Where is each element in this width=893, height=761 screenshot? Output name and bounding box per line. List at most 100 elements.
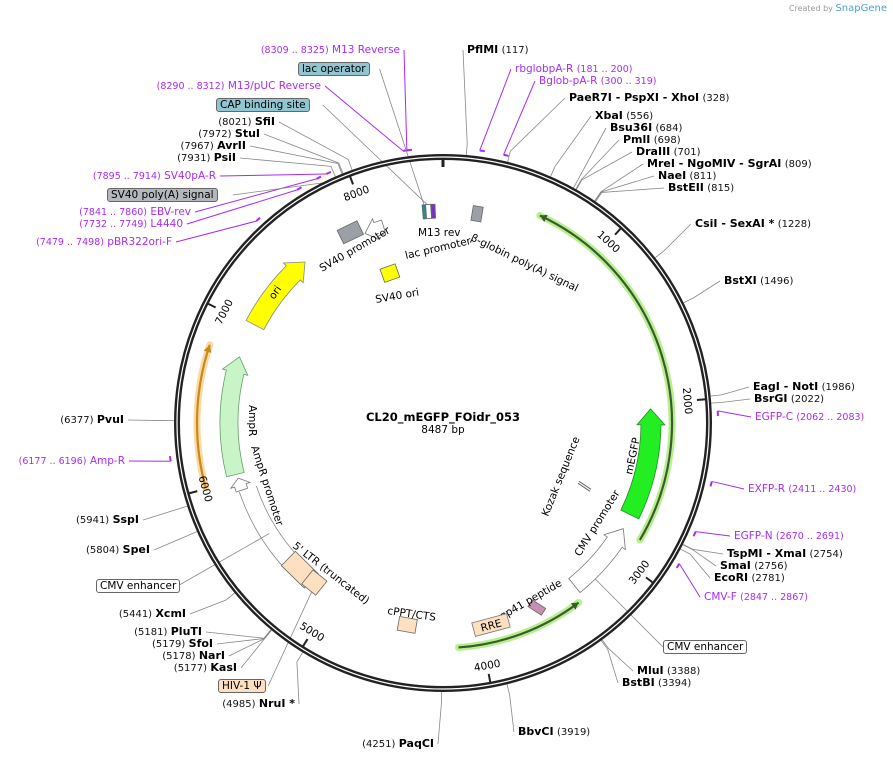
- bglobin-box[interactable]: [470, 205, 484, 223]
- primer-sv40pa-r[interactable]: (7895 .. 7914) SV40pA-R: [93, 170, 216, 183]
- enzyme-position: (5181): [134, 627, 168, 638]
- enzyme-site-paqci[interactable]: (4251) PaqCI: [362, 738, 434, 751]
- enzyme-site-ecori[interactable]: EcoRI (2781): [714, 572, 785, 585]
- primer-exfp-r[interactable]: EXFP-R (2411 .. 2430): [748, 483, 856, 496]
- enzyme-site-pmli[interactable]: PmlI (698): [623, 134, 681, 147]
- primer-mark: [402, 149, 409, 152]
- primer-egfp-c[interactable]: EGFP-C (2062 .. 2083): [755, 411, 864, 424]
- tick-mark: [207, 302, 217, 309]
- primer-l4440[interactable]: (7732 .. 7749) L4440: [79, 218, 183, 231]
- enzyme-site-naei[interactable]: NaeI (811): [658, 170, 716, 183]
- sv40-promoter-box[interactable]: [336, 220, 365, 245]
- rre-box[interactable]: RRE: [471, 613, 511, 637]
- primer-pbr322ori-f[interactable]: (7479 .. 7498) pBR322ori-F: [36, 236, 172, 249]
- enzyme-site-avrii[interactable]: (7967) AvrII: [180, 140, 246, 153]
- enzyme-leader-line: [437, 691, 442, 745]
- primer-name: EXFP-R: [748, 483, 786, 495]
- enzyme-site-mlui[interactable]: MluI (3388): [637, 665, 700, 678]
- sv40-ori-box[interactable]: [379, 263, 401, 283]
- enzyme-site-stui[interactable]: (7972) StuI: [198, 128, 260, 141]
- enzyme-site-kasi[interactable]: (5177) KasI: [174, 662, 237, 675]
- enzyme-site-nrui[interactable]: (4985) NruI *: [222, 698, 295, 711]
- sv40-promoter-arrow[interactable]: [364, 217, 387, 241]
- primer-range: (2847 .. 2867): [740, 592, 808, 603]
- sv40-ori-label[interactable]: SV40 ori: [374, 286, 420, 305]
- primer-name: SV40pA-R: [164, 170, 216, 182]
- primer-m13-puc-reverse[interactable]: (8290 .. 8312) M13/pUC Reverse: [157, 80, 321, 93]
- enzyme-site-bstbi[interactable]: BstBI (3394): [622, 677, 691, 690]
- cppt-box[interactable]: [396, 615, 418, 634]
- enzyme-site-csii[interactable]: CsiI - SexAI * (1228): [695, 218, 811, 231]
- lac-promoter-label[interactable]: lac promoter: [404, 235, 473, 262]
- feature-label-cmv-enhancer[interactable]: CMV enhancer: [663, 640, 748, 654]
- enzyme-leader-line: [654, 223, 692, 259]
- enzyme-site-spei[interactable]: (5804) SpeI: [86, 544, 150, 557]
- enzyme-site-smai[interactable]: SmaI (2756): [720, 560, 788, 573]
- feature-label-cmv-enhancer[interactable]: CMV enhancer: [96, 579, 181, 593]
- ampr-arrow[interactable]: [219, 356, 249, 478]
- ltr-box-2[interactable]: [301, 569, 328, 596]
- primer-range: (181 .. 200): [576, 64, 633, 75]
- enzyme-name: SfoI: [188, 637, 213, 650]
- enzyme-site-psii[interactable]: (7931) PsiI: [177, 152, 236, 165]
- enzyme-site-draiii[interactable]: DraIII (701): [636, 146, 701, 159]
- enzyme-site-bsteii[interactable]: BstEII (815): [668, 182, 734, 195]
- feature-label-lac-operator[interactable]: lac operator: [298, 62, 370, 76]
- ori-arrow[interactable]: [245, 261, 306, 331]
- enzyme-position: (5179): [152, 639, 186, 650]
- feature-label-hiv-1--[interactable]: HIV-1 Ψ: [218, 679, 266, 693]
- enzyme-leader-line: [228, 629, 272, 657]
- m13-rev-box[interactable]: [425, 203, 432, 220]
- enzyme-site-bbvci[interactable]: BbvCI (3919): [518, 726, 590, 739]
- enzyme-site-mrei[interactable]: MreI - NgoMIV - SgrAI (809): [647, 158, 812, 171]
- enzyme-site-sfoi[interactable]: (5179) SfoI: [152, 638, 213, 651]
- enzyme-site-xbai[interactable]: XbaI (556): [595, 110, 653, 123]
- m13-rev-label[interactable]: M13 rev: [418, 227, 461, 239]
- tick-mark: [645, 576, 654, 584]
- enzyme-site-xcmi[interactable]: (5441) XcmI: [119, 608, 186, 621]
- primer-leader-line: [695, 531, 731, 537]
- tick-label: 7000: [213, 297, 236, 326]
- tick-mark: [487, 673, 492, 683]
- enzyme-site-paer7i[interactable]: PaeR7I - PspXI - XhoI (328): [569, 92, 729, 105]
- primer-rbglobpa-r[interactable]: rbglobpA-R (181 .. 200): [515, 63, 632, 76]
- enzyme-position: (698): [653, 135, 681, 146]
- ampr-label[interactable]: AmpR: [246, 405, 258, 436]
- enzyme-site-bsu36i[interactable]: Bsu36I (684): [610, 122, 682, 135]
- enzyme-site-tspmi[interactable]: TspMI - XmaI (2754): [727, 548, 843, 561]
- ampr-promoter-arrow[interactable]: [229, 477, 252, 493]
- primer-bglob-pa-r[interactable]: Bglob-pA-R (300 .. 319): [539, 75, 656, 88]
- enzyme-site-pluti[interactable]: (5181) PluTI: [134, 626, 202, 639]
- primer-m13-reverse[interactable]: (8309 .. 8325) M13 Reverse: [261, 44, 400, 57]
- cap-site-box[interactable]: [430, 203, 437, 219]
- enzyme-site-sspi[interactable]: (5941) SspI: [76, 514, 139, 527]
- enzyme-site-sfii[interactable]: (8021) SfiI: [218, 116, 275, 129]
- feature-label-cap-binding-site[interactable]: CAP binding site: [216, 98, 310, 112]
- enzyme-name: SfiI: [254, 115, 275, 128]
- primer-cmv-f[interactable]: CMV-F (2847 .. 2867): [704, 591, 808, 604]
- primer-ebv-rev[interactable]: (7841 .. 7860) EBV-rev: [79, 206, 191, 219]
- megfp-arrow[interactable]: [620, 408, 666, 520]
- primer-range: (7479 .. 7498): [36, 237, 104, 248]
- ampr-promoter-label[interactable]: AmpR promoter: [248, 444, 285, 528]
- enzyme-name: BstEII: [668, 181, 704, 194]
- enzyme-site-pflmi[interactable]: PflMI (117): [467, 44, 529, 57]
- kozak-label[interactable]: Kozak sequence: [540, 435, 583, 518]
- enzyme-site-bstxi[interactable]: BstXI (1496): [724, 275, 793, 288]
- enzyme-name: StuI: [234, 127, 260, 140]
- enzyme-leader-line: [682, 544, 724, 555]
- enzyme-position: (1496): [760, 276, 794, 287]
- cmv-promoter-arrow[interactable]: [568, 528, 626, 594]
- enzyme-site-nari[interactable]: (5178) NarI: [162, 650, 225, 663]
- bglobin-label[interactable]: β-globin poly(A) signal: [469, 232, 580, 295]
- enzyme-name: PflMI: [467, 43, 499, 56]
- enzyme-site-eagi[interactable]: EagI - NotI (1986): [753, 381, 855, 394]
- gp41-box[interactable]: [527, 599, 547, 616]
- enzyme-site-pvui[interactable]: (6377) PvuI: [60, 414, 124, 427]
- primer-egfp-n[interactable]: EGFP-N (2670 .. 2691): [734, 530, 844, 543]
- enzyme-leader-line: [296, 652, 303, 705]
- enzyme-position: (7967): [180, 141, 214, 152]
- primer-amp-r[interactable]: (6177 .. 6196) Amp-R: [19, 455, 125, 468]
- enzyme-site-bsrgi[interactable]: BsrGI (2022): [754, 393, 824, 406]
- feature-label-sv40-poly-a--signal[interactable]: SV40 poly(A) signal: [107, 188, 218, 202]
